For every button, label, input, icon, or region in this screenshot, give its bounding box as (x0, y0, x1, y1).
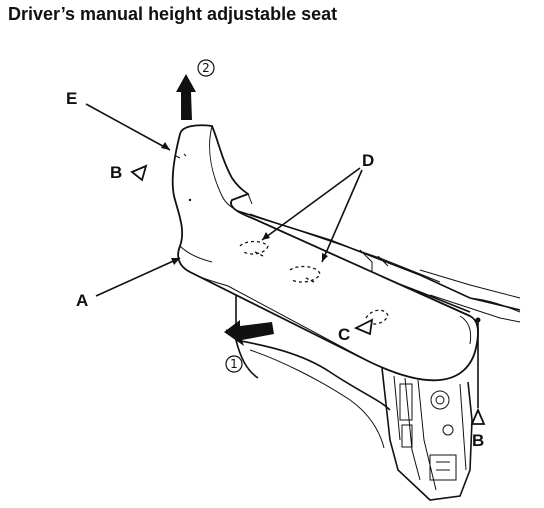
label-b-right: B (472, 431, 484, 450)
label-d: D (362, 151, 374, 170)
triangle-icon (470, 407, 486, 425)
step-1-marker: 1 (225, 355, 243, 373)
triangle-icon (130, 164, 148, 182)
pull-arrow-icon (224, 320, 274, 346)
step-2-marker: 2 (197, 59, 215, 77)
seat-frame-structure (226, 207, 521, 501)
step-2-number: 2 (202, 61, 210, 75)
label-b-left: B (110, 163, 122, 182)
step-1-number: 1 (230, 357, 238, 371)
label-e: E (66, 89, 77, 108)
label-c: C (338, 325, 350, 344)
label-a: A (76, 291, 88, 310)
triangle-icon (353, 318, 374, 336)
up-arrow-icon (176, 74, 196, 120)
leader-lines (85, 103, 481, 408)
page-title: Driver’s manual height adjustable seat (8, 4, 338, 24)
